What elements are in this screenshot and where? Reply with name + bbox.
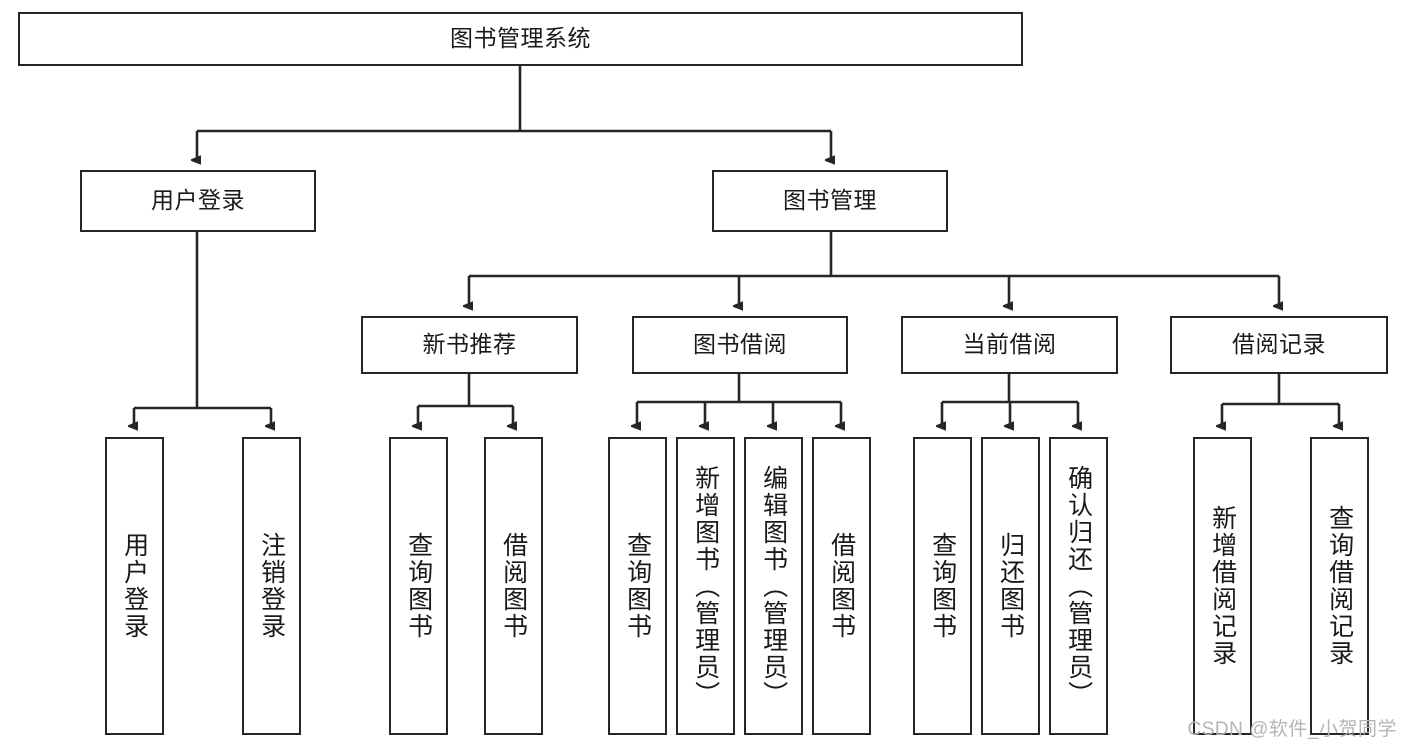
leaf-logout-login[interactable]: 注销登录: [242, 437, 301, 735]
node-new-book-recommend[interactable]: 新书推荐: [361, 316, 578, 374]
leaf-logout-login-label: 注销登录: [257, 532, 286, 640]
node-user-login[interactable]: 用户登录: [80, 170, 316, 232]
node-book-manage-label: 图书管理: [783, 187, 877, 214]
leaf-query-book-1[interactable]: 查询图书: [389, 437, 448, 735]
leaf-confirm-return[interactable]: 确认归还（管理员）: [1049, 437, 1108, 735]
node-current-borrow-label: 当前借阅: [962, 331, 1057, 358]
node-current-borrow[interactable]: 当前借阅: [901, 316, 1118, 374]
leaf-borrow-book-2-label: 借阅图书: [827, 532, 856, 640]
leaf-add-book-label: 新增图书（管理员）: [691, 464, 720, 708]
node-root[interactable]: 图书管理系统: [18, 12, 1023, 66]
leaf-add-record-label: 新增借阅记录: [1208, 505, 1237, 667]
node-user-login-label: 用户登录: [151, 187, 245, 214]
node-new-book-recommend-label: 新书推荐: [422, 331, 517, 358]
leaf-edit-book-label: 编辑图书（管理员）: [759, 464, 788, 708]
leaf-add-record[interactable]: 新增借阅记录: [1193, 437, 1252, 735]
leaf-query-book-3[interactable]: 查询图书: [913, 437, 972, 735]
leaf-query-book-2[interactable]: 查询图书: [608, 437, 667, 735]
leaf-query-book-3-label: 查询图书: [928, 532, 957, 640]
leaf-borrow-book-1[interactable]: 借阅图书: [484, 437, 543, 735]
leaf-query-record-label: 查询借阅记录: [1325, 505, 1354, 667]
leaf-borrow-book-2[interactable]: 借阅图书: [812, 437, 871, 735]
node-borrow-record-label: 借阅记录: [1232, 331, 1326, 358]
leaf-borrow-book-1-label: 借阅图书: [499, 532, 528, 640]
node-book-manage[interactable]: 图书管理: [712, 170, 948, 232]
leaf-return-book-label: 归还图书: [996, 532, 1025, 640]
node-root-label: 图书管理系统: [450, 25, 591, 52]
node-book-borrow[interactable]: 图书借阅: [632, 316, 848, 374]
leaf-add-book[interactable]: 新增图书（管理员）: [676, 437, 735, 735]
node-borrow-record[interactable]: 借阅记录: [1170, 316, 1388, 374]
node-book-borrow-label: 图书借阅: [693, 331, 787, 358]
leaf-confirm-return-label: 确认归还（管理员）: [1064, 464, 1093, 708]
leaf-query-book-2-label: 查询图书: [623, 532, 652, 640]
leaf-edit-book[interactable]: 编辑图书（管理员）: [744, 437, 803, 735]
leaf-user-login-label: 用户登录: [120, 532, 149, 640]
csdn-watermark: CSDN @软件_小贺同学: [1187, 719, 1397, 740]
leaf-query-record[interactable]: 查询借阅记录: [1310, 437, 1369, 735]
leaf-return-book[interactable]: 归还图书: [981, 437, 1040, 735]
leaf-query-book-1-label: 查询图书: [404, 532, 433, 640]
leaf-user-login[interactable]: 用户登录: [105, 437, 164, 735]
